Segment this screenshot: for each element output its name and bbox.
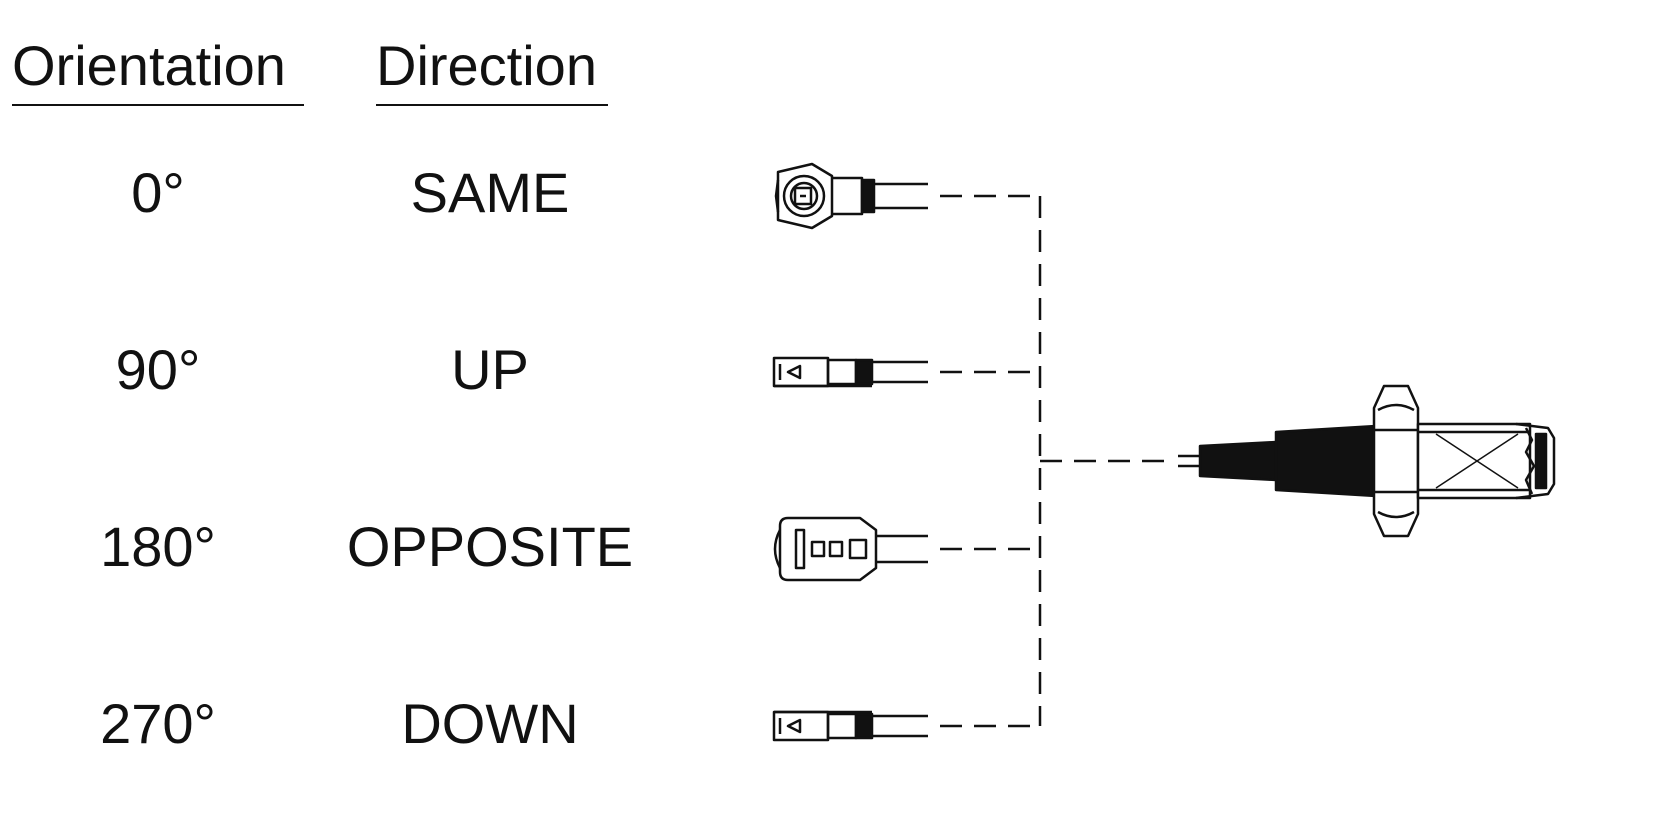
row-3-direction: DOWN [401, 692, 579, 755]
dashed-connection-lines [940, 194, 1172, 728]
row-1-orientation: 90° [115, 338, 201, 401]
row-1-direction: UP [451, 338, 529, 401]
connector-270-down [772, 710, 928, 742]
connector-180-opposite [773, 516, 928, 582]
row-0-orientation: 0° [131, 161, 185, 224]
orientation-header: Orientation [12, 38, 304, 106]
connector-90-up [772, 356, 928, 388]
row-2-direction: OPPOSITE [346, 515, 634, 578]
row-0-direction: SAME [410, 161, 570, 224]
connector-0-same [774, 162, 928, 230]
direction-header: Direction [376, 38, 608, 106]
row-3-orientation: 270° [100, 692, 216, 755]
row-2-orientation: 180° [100, 515, 216, 578]
bulkhead-connector [1178, 384, 1556, 538]
